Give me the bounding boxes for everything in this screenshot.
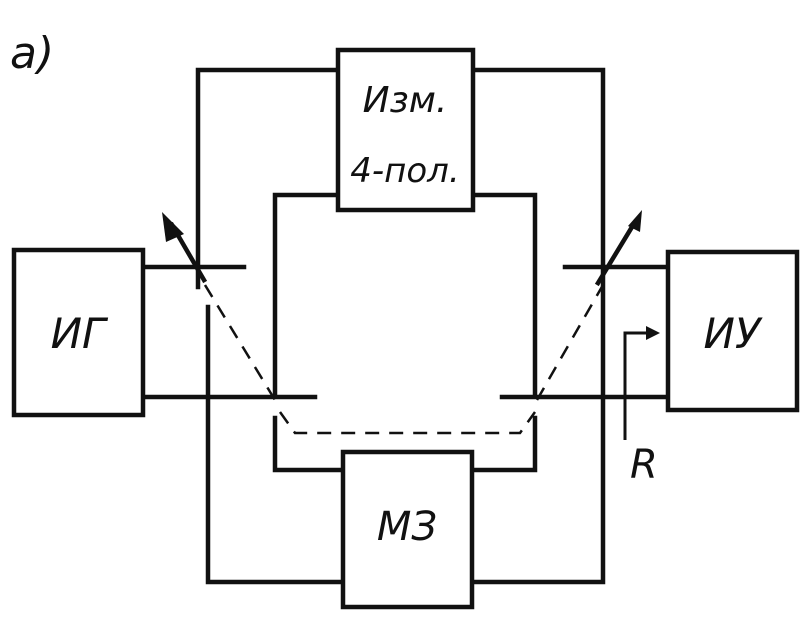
generator-block: ИГ <box>11 247 146 418</box>
inner-loop-wire <box>272 192 538 473</box>
resistance-label: R <box>630 442 658 488</box>
receiver-block: ИУ <box>665 249 800 413</box>
measured-quadripole-block: Изм. 4-пол. <box>335 47 476 213</box>
right-switch-arrow <box>594 210 642 287</box>
measured-quadripole-label-line1: Изм. <box>363 80 448 121</box>
measured-quadripole-label-line2: 4-пол. <box>350 151 459 191</box>
mz-block: МЗ <box>340 449 475 610</box>
receiver-label: ИУ <box>703 309 762 358</box>
generator-label: ИГ <box>51 309 109 358</box>
panel-label: а) <box>10 28 54 79</box>
ganged-switch-linkage <box>203 284 605 435</box>
resistance-arrow <box>623 326 660 440</box>
mz-label: МЗ <box>377 504 437 550</box>
generator-output-lines <box>140 264 318 400</box>
left-switch-arrow <box>162 212 208 284</box>
receiver-input-lines <box>499 264 671 400</box>
